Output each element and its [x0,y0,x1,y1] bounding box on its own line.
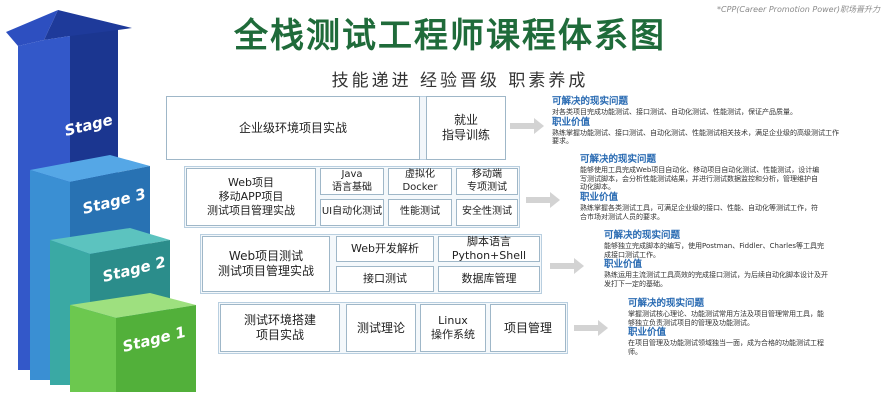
row3-problem-text: 能够使用工具完成Web项目自动化、移动项目自动化测试、性能测试，设计编写测试脚本… [580,165,820,192]
row3-value-heading: 职业价值 [580,192,619,204]
row3-cell-security: 安全性测试 [456,199,518,226]
row3-cell-ui-automation: UI自动化测试 [320,199,384,226]
row4-side-box: 就业 指导训练 [426,96,506,160]
row2-main-box: Web项目测试 测试项目管理实战 [202,236,330,292]
row1-cell-pm: 项目管理 [490,304,566,352]
row2-arrow-icon [550,258,584,274]
row4-problem-heading: 可解决的现实问题 [552,96,629,107]
page-subtitle: 技能递进 经验晋级 职素养成 [331,71,589,91]
row3-main-box: Web项目 移动APP项目 测试项目管理实战 [186,168,316,226]
stage-1-block: Stage 1 [70,293,196,392]
row4-description: 可解决的现实问题 对各类项目完成功能测试、接口测试、自动化测试、性能测试，保证产… [552,96,842,146]
row1-description: 可解决的现实问题 掌握测试核心理论、功能测试常用方法及项目管理常用工具，能够独立… [628,298,828,357]
page-title: 全栈测试工程师课程体系图 [234,16,666,56]
row2-cell-database: 数据库管理 [438,266,540,292]
row1-value-heading: 职业价值 [628,327,667,339]
row2-problem-heading: 可解决的现实问题 [604,230,681,241]
row2-cell-api-test: 接口测试 [336,266,434,292]
stage-staircase: Stage 4 Stage 3 Stage 2 Stage 1 [6,10,196,392]
row2-cell-web-dev: Web开发解析 [336,236,434,262]
row1-cell-theory: 测试理论 [346,304,416,352]
row1-main-box: 测试环境搭建 项目实战 [220,304,340,352]
row3-cell-java: Java 语言基础 [320,168,384,195]
row2-problem-text: 能够独立完成脚本的编写，使用Postman、Fiddler、Charles等工具… [604,241,825,259]
row3-arrow-icon [526,192,560,208]
row1-value-text: 在项目管理及功能测试领域独当一面，成为合格的功能测试工程师。 [628,339,824,356]
row2-description: 可解决的现实问题 能够独立完成脚本的编写，使用Postman、Fiddler、C… [604,230,830,289]
row1-problem-heading: 可解决的现实问题 [628,298,705,309]
watermark: *CPP(Career Promotion Power)职场晋升力 [717,5,880,14]
row3-cell-docker: 虚拟化 Docker [388,168,452,195]
row3-cell-performance: 性能测试 [388,199,452,226]
row4-value-heading: 职业价值 [552,116,591,128]
row2-value-text: 熟练运用主流测试工具高效的完成接口测试，为后续自动化脚本设计及开发打下一定的基础… [604,271,828,288]
row3-cell-mobile: 移动端 专项测试 [456,168,518,195]
row2-cell-script: 脚本语言 Python+Shell [438,235,540,262]
row3-value-text: 熟练掌握各类测试工具，可满足企业级的接口、性能、自动化等测试工作，符合市场对测试… [580,204,818,221]
row1-arrow-icon [574,320,608,336]
row2-value-heading: 职业价值 [604,259,643,271]
row3-description: 可解决的现实问题 能够使用工具完成Web项目自动化、移动项目自动化测试、性能测试… [580,154,820,222]
row4-arrow-icon [510,118,544,134]
row1-problem-text: 掌握测试核心理论、功能测试常用方法及项目管理常用工具，能够独立负责测试项目的管理… [628,309,824,327]
row1-cell-linux: Linux 操作系统 [420,304,486,352]
row4-main-box: 企业级环境项目实战 [166,96,420,160]
row4-problem-text: 对各类项目完成功能测试、接口测试、自动化测试、性能测试，保证产品质量。 [552,107,797,116]
row4-value-text: 熟练掌握功能测试、接口测试、自动化测试、性能测试相关技术，满足企业级的高级测试工… [552,128,839,146]
row3-problem-heading: 可解决的现实问题 [580,154,657,165]
